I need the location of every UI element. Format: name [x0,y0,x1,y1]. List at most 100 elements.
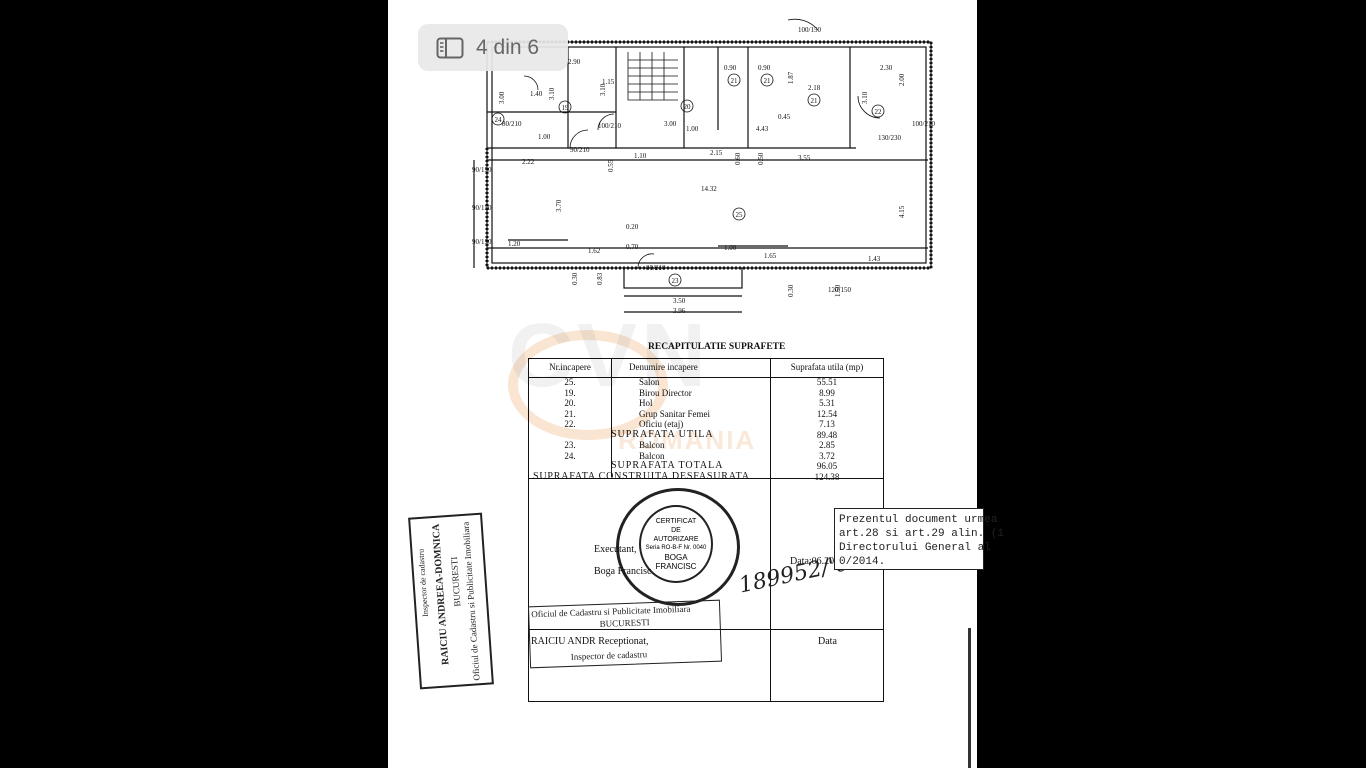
dimension-label: 3.70 [555,199,563,212]
subtotal-label: SUPRAFATA UTILA [611,428,714,440]
row-name: Hol [639,398,653,408]
table-header-row: Nr.incapere Denumire incapere Suprafata … [529,362,883,373]
seal-line: CERTIFICAT [655,518,697,525]
dimension-label: 1.43 [868,255,881,263]
total-row: SUPRAFATA TOTALA 96.05 [529,460,883,472]
door-mark: 100/210 [598,122,621,130]
built-area-value: 124.38 [814,472,840,482]
dimension-label: 1.50 [834,284,842,297]
page-indicator[interactable]: 4 din 6 [418,24,568,71]
header-area: Suprafata utila (mp) [790,362,864,372]
table-row: 21. Grup Sanitar Femei 12.54 [529,409,883,420]
row-area: 5.31 [819,398,835,408]
header-nr: Nr.incapere [549,362,591,372]
dimension-label: 3.00 [498,91,506,104]
dimension-label: 4.15 [898,205,906,218]
executant-date: Data:06.2020 [790,556,845,567]
dimension-label: 1.00 [686,125,699,133]
row-nr: 24. [564,450,576,461]
dimension-label: 0.45 [778,113,791,121]
dimension-label: 3.10 [548,87,556,100]
dimension-label: 3.96 [673,307,686,315]
watermark-logo-ring [508,330,668,440]
seal-line: BOGA [664,553,688,562]
seal-line: AUTORIZARE [653,536,699,543]
seal-line: Seria RO-B-F Nr. 0040 [645,545,707,551]
room-number: 21 [764,77,772,85]
notice-line: Prezentul document urmea [839,514,998,526]
watermark-text: CVN [508,306,711,406]
balcony-outline [623,267,743,289]
document-page: 19 20 21 21 21 22 23 24 25 2.90 1.15 3.1… [388,0,1004,768]
dimension-label: 1.20 [508,240,521,248]
dimension-label: 1.62 [588,247,601,255]
row-area: 12.54 [816,408,838,419]
stamp-line: RAICIU ANDREEA-DOMNICA [430,523,452,666]
room-number: 19 [562,104,570,112]
row-name: Oficiu (etaj) [639,419,684,429]
executant-name: Boga Francisc [594,566,652,577]
dimension-label: 2.22 [522,158,535,166]
dimension-label: 14.32 [701,185,717,193]
header-name: Denumire incapere [629,362,698,372]
scrollbar[interactable] [968,628,971,768]
door-mark: 130/230 [878,134,901,142]
room-number: 23 [672,277,680,285]
dimension-label: 1.65 [764,252,777,260]
executant-label: Executant, [594,544,637,555]
dimension-label: 3.00 [664,120,677,128]
row-nr: 20. [564,398,576,408]
row-area: 3.72 [819,450,835,461]
dimension-label: 2.15 [710,149,723,157]
dimension-label: 2.18 [808,84,821,92]
table-row: 22. Oficiu (etaj) 7.13 [529,419,883,430]
dimension-label: 2.00 [898,73,906,86]
row-nr: 21. [564,408,576,419]
row-area: 8.99 [819,387,835,398]
sidebar-icon [436,37,464,58]
door-mark: 90/150 [472,166,492,174]
door-mark: 100/210 [912,120,935,128]
notice-box: Prezentul document urmea art.28 si art.2… [834,508,1004,570]
dimension-label: 3.10 [861,91,869,104]
dimension-label: 4.43 [756,125,769,133]
row-nr: 23. [564,440,576,450]
door-mark: 80/210 [646,264,666,272]
table-row: 24. Balcon 3.72 [529,451,883,462]
table-row: 19. Birou Director 8.99 [529,388,883,399]
dimension-label: 1.40 [530,90,543,98]
total-value: 96.05 [816,461,838,471]
stamp-line: BUCURESTI [599,617,650,629]
dimension-label: 1.15 [602,78,615,86]
page-indicator-label: 4 din 6 [476,35,540,59]
dimension-label: 0.90 [758,64,771,72]
row-name: Balcon [639,450,665,461]
dimension-label: 3.10 [599,83,607,96]
dimension-label: 1.00 [724,244,737,252]
room-number: 22 [875,108,883,116]
seal-line: DE [671,527,681,534]
door-mark: 90/150 [472,238,492,246]
dimension-label: 0.90 [724,64,737,72]
stamp-line: Oficiul de Cadastru si Publicitate Imobi… [531,603,691,620]
row-name: Balcon [639,440,665,450]
ocpi-stamp: Oficiul de Cadastru si Publicitate Imobi… [527,599,723,669]
dimension-label: 0.70 [626,243,639,251]
dimension-label: 1.00 [538,133,551,141]
dimension-label: 0.60 [734,152,742,165]
dimension-label: 0.83 [596,272,604,285]
receptionat-label: RAICIU ANDR Receptionat, [531,636,649,647]
notice-line: Directorului General al [839,542,991,554]
dimension-label: 2.90 [568,58,581,66]
cadastre-stamp-left: Oficiul de Cadastru si Publicitate Imobi… [408,512,494,690]
stamp-line: Inspector de cadastru [416,548,431,618]
dimension-label: 0.20 [626,223,639,231]
room-number: 21 [731,77,739,85]
receptionat-date: Data [818,636,837,647]
row-name: Grup Sanitar Femei [639,408,710,419]
dimension-label: 0.30 [787,284,795,297]
row-area: 2.85 [819,440,835,450]
row-nr: 25. [564,377,576,387]
dimension-label: 1.10 [634,152,647,160]
door-mark: 90/210 [570,146,590,154]
